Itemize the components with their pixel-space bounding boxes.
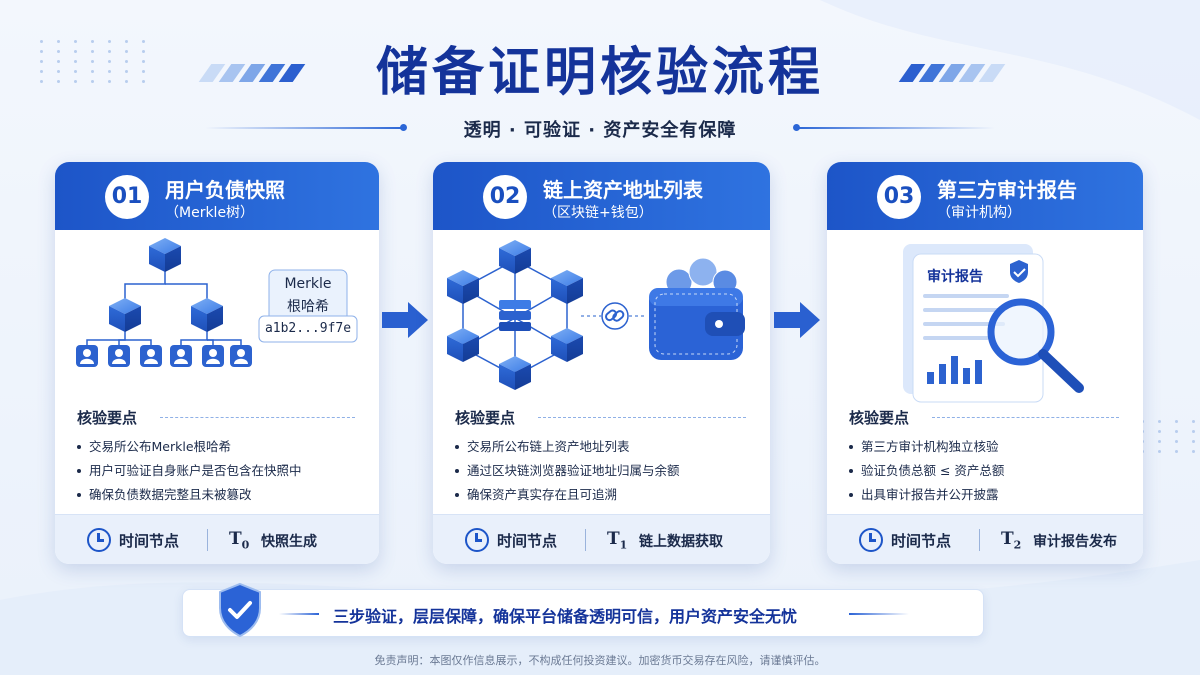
clock-icon: [465, 528, 489, 552]
card-subtitle: （审计机构）: [937, 205, 1021, 221]
card-header: 01 用户负债快照 （Merkle树）: [55, 162, 379, 230]
time-divider: [585, 529, 586, 551]
points-divider: [538, 417, 746, 418]
step-number: 01: [105, 175, 149, 219]
summary-banner: 三步验证，层层保障，确保平台储备透明可信，用户资产安全无忧: [182, 582, 984, 638]
list-item: 确保负债数据完整且未被篡改: [77, 483, 302, 507]
disclaimer: 免责声明：本图仅作信息展示，不构成任何投资建议。加密货币交易存在风险，请谨慎评估…: [374, 654, 826, 667]
list-item: 交易所公布Merkle根哈希: [77, 435, 302, 459]
card-header: 02 链上资产地址列表 （区块链+钱包）: [433, 162, 770, 230]
points-list: 第三方审计机构独立核验 验证负债总额 ≤ 资产总额 出具审计报告并公开披露: [849, 435, 1004, 507]
subtitle-line-left: [205, 127, 405, 129]
step-card-3: 03 第三方审计报告 （审计机构）: [827, 162, 1143, 564]
card-title: 链上资产地址列表: [543, 178, 703, 202]
list-item: 用户可验证自身账户是否包含在快照中: [77, 459, 302, 483]
wallet-icon: [649, 257, 745, 360]
time-label: 时间节点: [891, 532, 952, 550]
arrow-right-icon: [774, 302, 820, 338]
page-title: 储备证明核验流程: [375, 43, 824, 103]
decor-dots-left: [40, 40, 152, 83]
banner-line-left: [279, 613, 319, 615]
arrow-right-icon: [382, 302, 428, 338]
points-list: 交易所公布链上资产地址列表 通过区块链浏览器验证地址归属与余额 确保资产真实存在…: [455, 435, 680, 507]
clock-icon: [87, 528, 111, 552]
page-subtitle: 透明 · 可验证 · 资产安全有保障: [463, 120, 737, 141]
blockchain-icon: [447, 240, 745, 390]
audit-report-icon: [903, 244, 1084, 403]
points-title: 核验要点: [77, 409, 138, 427]
time-divider: [207, 529, 208, 551]
time-label: 时间节点: [119, 532, 180, 550]
step-card-2: 02 链上资产地址列表 （区块链+钱包）: [433, 162, 770, 564]
step-number: 02: [483, 175, 527, 219]
time-bar: 时间节点 T1 链上数据获取: [433, 514, 770, 564]
points-title: 核验要点: [849, 409, 910, 427]
points-divider: [160, 417, 355, 418]
time-bar: 时间节点 T0 快照生成: [55, 514, 379, 564]
link-icon: [601, 302, 629, 330]
list-item: 出具审计报告并公开披露: [849, 483, 1004, 507]
subtitle-row: 透明 · 可验证 · 资产安全有保障: [0, 116, 1200, 141]
list-item: 验证负债总额 ≤ 资产总额: [849, 459, 1004, 483]
card-subtitle: （Merkle树）: [165, 205, 255, 221]
card-header: 03 第三方审计报告 （审计机构）: [827, 162, 1143, 230]
subtitle-line-right: [795, 127, 995, 129]
banner-line-right: [849, 613, 909, 615]
time-text: 快照生成: [261, 534, 317, 550]
clock-icon: [859, 528, 883, 552]
magnifier-icon: [987, 298, 1084, 393]
merkle-hash: a1b2...9f7e: [264, 321, 352, 336]
step-number: 03: [877, 175, 921, 219]
merkle-label-1: Merkle: [284, 276, 332, 292]
subtitle-dot-left: [400, 124, 407, 131]
time-bar: 时间节点 T2 审计报告发布: [827, 514, 1143, 564]
list-item: 交易所公布链上资产地址列表: [455, 435, 680, 459]
points-title: 核验要点: [455, 409, 516, 427]
list-item: 确保资产真实存在且可追溯: [455, 483, 680, 507]
list-item: 第三方审计机构独立核验: [849, 435, 1004, 459]
time-text: 链上数据获取: [639, 534, 723, 550]
shield-check-icon: [219, 582, 261, 638]
merkle-label-2: 根哈希: [287, 299, 329, 315]
time-text: 审计报告发布: [1033, 534, 1117, 550]
time-node: T2: [1001, 529, 1022, 552]
time-node: T1: [607, 529, 628, 552]
time-divider: [979, 529, 980, 551]
time-node: T0: [229, 529, 250, 552]
step-card-1: 01 用户负债快照 （Merkle树）: [55, 162, 379, 564]
points-divider: [932, 417, 1119, 418]
points-list: 交易所公布Merkle根哈希 用户可验证自身账户是否包含在快照中 确保负债数据完…: [77, 435, 302, 507]
list-item: 通过区块链浏览器验证地址归属与余额: [455, 459, 680, 483]
merkle-tree-icon: [76, 238, 358, 367]
report-label: 审计报告: [927, 269, 983, 285]
card-title: 用户负债快照: [165, 178, 285, 202]
banner-text: 三步验证，层层保障，确保平台储备透明可信，用户资产安全无忧: [333, 607, 798, 626]
card-subtitle: （区块链+钱包）: [543, 205, 653, 221]
time-label: 时间节点: [497, 532, 558, 550]
card-title: 第三方审计报告: [937, 178, 1077, 202]
